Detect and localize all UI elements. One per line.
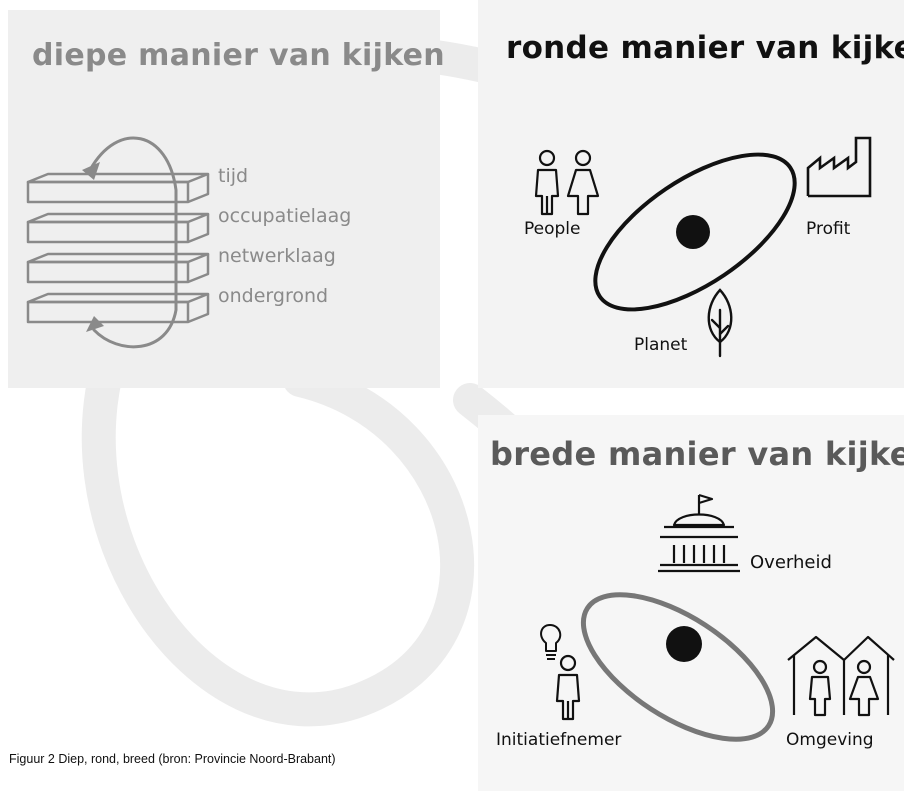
label-omgeving: Omgeving — [786, 730, 874, 750]
layer-label-ondergrond: ondergrond — [218, 285, 328, 307]
layer-label-tijd: tijd — [218, 165, 248, 187]
man-icon — [534, 149, 560, 216]
slab-2 — [26, 212, 210, 244]
houses-icon — [787, 635, 895, 715]
label-planet: Planet — [634, 335, 688, 355]
woman-icon — [848, 659, 880, 717]
panel-title-diepe: diepe manier van kijken — [32, 38, 445, 73]
layer-label-netwerklaag: netwerklaag — [218, 245, 336, 267]
layer-label-occupatielaag: occupatielaag — [218, 205, 351, 227]
layer-stack-diagram: tijd occupatielaag netwerklaag ondergron… — [26, 136, 351, 349]
man-icon — [555, 654, 581, 721]
slab-1 — [26, 172, 210, 204]
stakeholder-diagram: Overheid Initiatiefnemer — [496, 493, 895, 750]
lightbulb-icon — [540, 624, 562, 660]
label-overheid: Overheid — [750, 552, 832, 573]
central-ellipse — [593, 152, 797, 312]
panel-title-brede: brede manier van kijken — [490, 435, 904, 473]
figure-caption: Figuur 2 Diep, rond, breed (bron: Provin… — [9, 752, 336, 766]
central-ellipse — [580, 592, 776, 742]
tree-icon — [707, 288, 733, 358]
slab-4 — [26, 292, 210, 324]
label-people: People — [524, 219, 580, 239]
panel-brede: brede manier van kijken Overheid — [478, 415, 904, 791]
government-building-icon — [658, 493, 740, 573]
center-dot — [666, 626, 702, 662]
label-initiatiefnemer: Initiatiefnemer — [496, 730, 621, 750]
center-dot — [676, 215, 710, 249]
panel-ronde: ronde manier van kijken People Profit Pl… — [478, 0, 904, 388]
slab-3 — [26, 252, 210, 284]
rotation-arrow-icon — [88, 136, 178, 349]
woman-icon — [566, 149, 600, 216]
man-icon — [808, 659, 832, 717]
panel-title-ronde: ronde manier van kijken — [506, 30, 904, 66]
ppp-diagram: People Profit Planet — [524, 136, 872, 358]
panel-diepe: diepe manier van kijken — [8, 10, 445, 388]
factory-icon — [806, 136, 872, 198]
label-profit: Profit — [806, 219, 851, 239]
